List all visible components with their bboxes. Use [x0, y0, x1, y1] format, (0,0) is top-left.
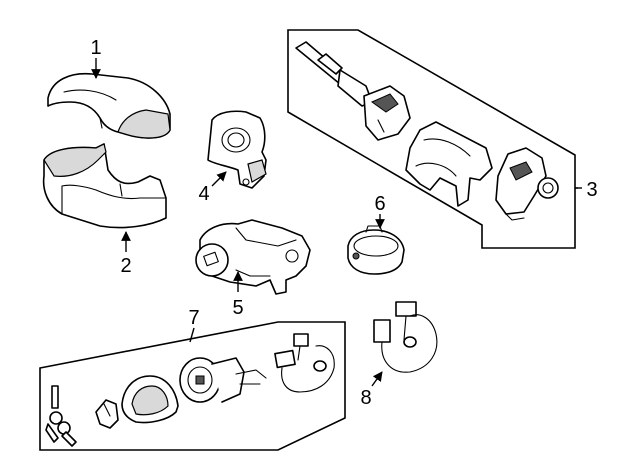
- callout-3: 3: [586, 179, 597, 201]
- callout-4-leader: [211, 171, 227, 187]
- lock-bezel[interactable]: [121, 375, 179, 424]
- lock-cylinder[interactable]: [179, 357, 267, 403]
- callout-7: 7: [188, 307, 199, 329]
- spiral-cable-sensor[interactable]: [207, 110, 267, 189]
- callout-8: 8: [360, 387, 371, 409]
- lock-cylinder-set-frame: [39, 321, 346, 451]
- lock-harness[interactable]: [274, 333, 335, 393]
- callout-6: 6: [374, 193, 385, 215]
- callout-2: 2: [120, 255, 131, 277]
- callout-8-leader: [371, 371, 383, 387]
- turn-signal-switch[interactable]: [295, 41, 411, 141]
- callout-5: 5: [232, 297, 243, 319]
- ignition-switch[interactable]: [347, 225, 405, 275]
- upper-column-cover[interactable]: [47, 72, 171, 139]
- callout-4: 4: [198, 183, 209, 205]
- callout-7-leader: [189, 327, 195, 343]
- combination-switch-frame: [287, 29, 576, 249]
- lower-column-cover[interactable]: [42, 143, 167, 229]
- clock-spring-housing[interactable]: [405, 121, 493, 207]
- ignition-keys[interactable]: [45, 385, 77, 447]
- transponder-harness[interactable]: [373, 301, 438, 373]
- wiper-switch[interactable]: [495, 147, 559, 221]
- callout-1: 1: [90, 37, 101, 59]
- key-cylinder-cap[interactable]: [95, 399, 119, 429]
- ignition-lock-housing[interactable]: [195, 219, 311, 295]
